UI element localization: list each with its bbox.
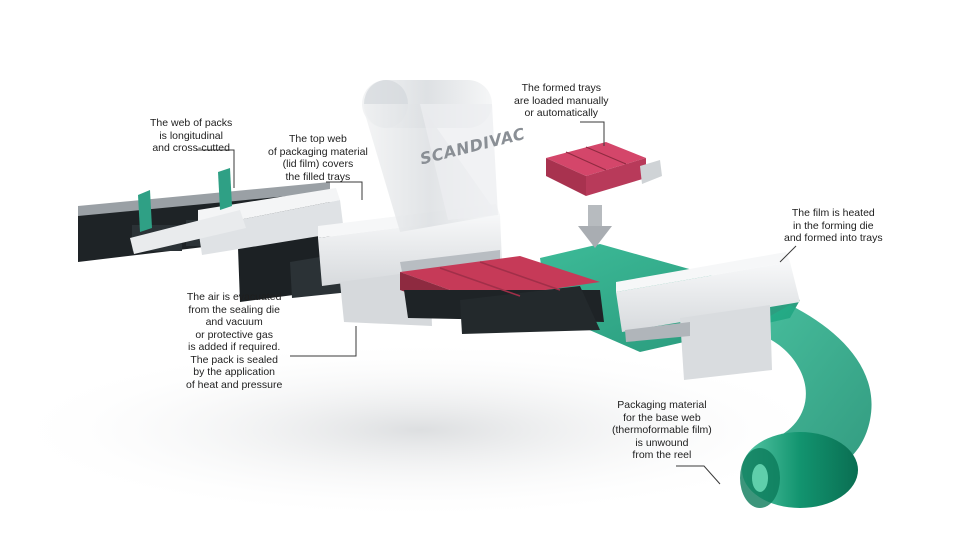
formed-trays-loading	[546, 142, 662, 196]
forming-station	[616, 252, 800, 380]
down-arrow-icon	[578, 205, 612, 248]
leader-lines	[196, 121, 797, 485]
leader-top-web	[326, 181, 363, 200]
leader-air-evacuated	[290, 326, 357, 357]
callout-top-web: The top web of packaging material (lid f…	[268, 133, 368, 183]
film-reel	[740, 432, 858, 508]
leader-base-web	[676, 465, 721, 485]
callout-web-cut: The web of packs is longitudinal and cro…	[150, 117, 233, 154]
callout-trays-loaded: The formed trays are loaded manually or …	[514, 82, 609, 119]
leader-trays-loaded	[580, 121, 605, 146]
callout-film-heated: The film is heated in the forming die an…	[784, 207, 883, 244]
callout-base-web: Packaging material for the base web (the…	[612, 399, 712, 461]
floor-shadow	[0, 340, 840, 520]
lid-film	[362, 80, 498, 232]
base-web-curl	[745, 305, 872, 474]
cutting-station	[130, 168, 344, 255]
filled-trays	[400, 256, 604, 334]
callout-air-evacuated: The air is evacuated from the sealing di…	[186, 291, 283, 391]
leader-web-cut	[196, 149, 235, 188]
leader-film-heated	[779, 245, 797, 263]
